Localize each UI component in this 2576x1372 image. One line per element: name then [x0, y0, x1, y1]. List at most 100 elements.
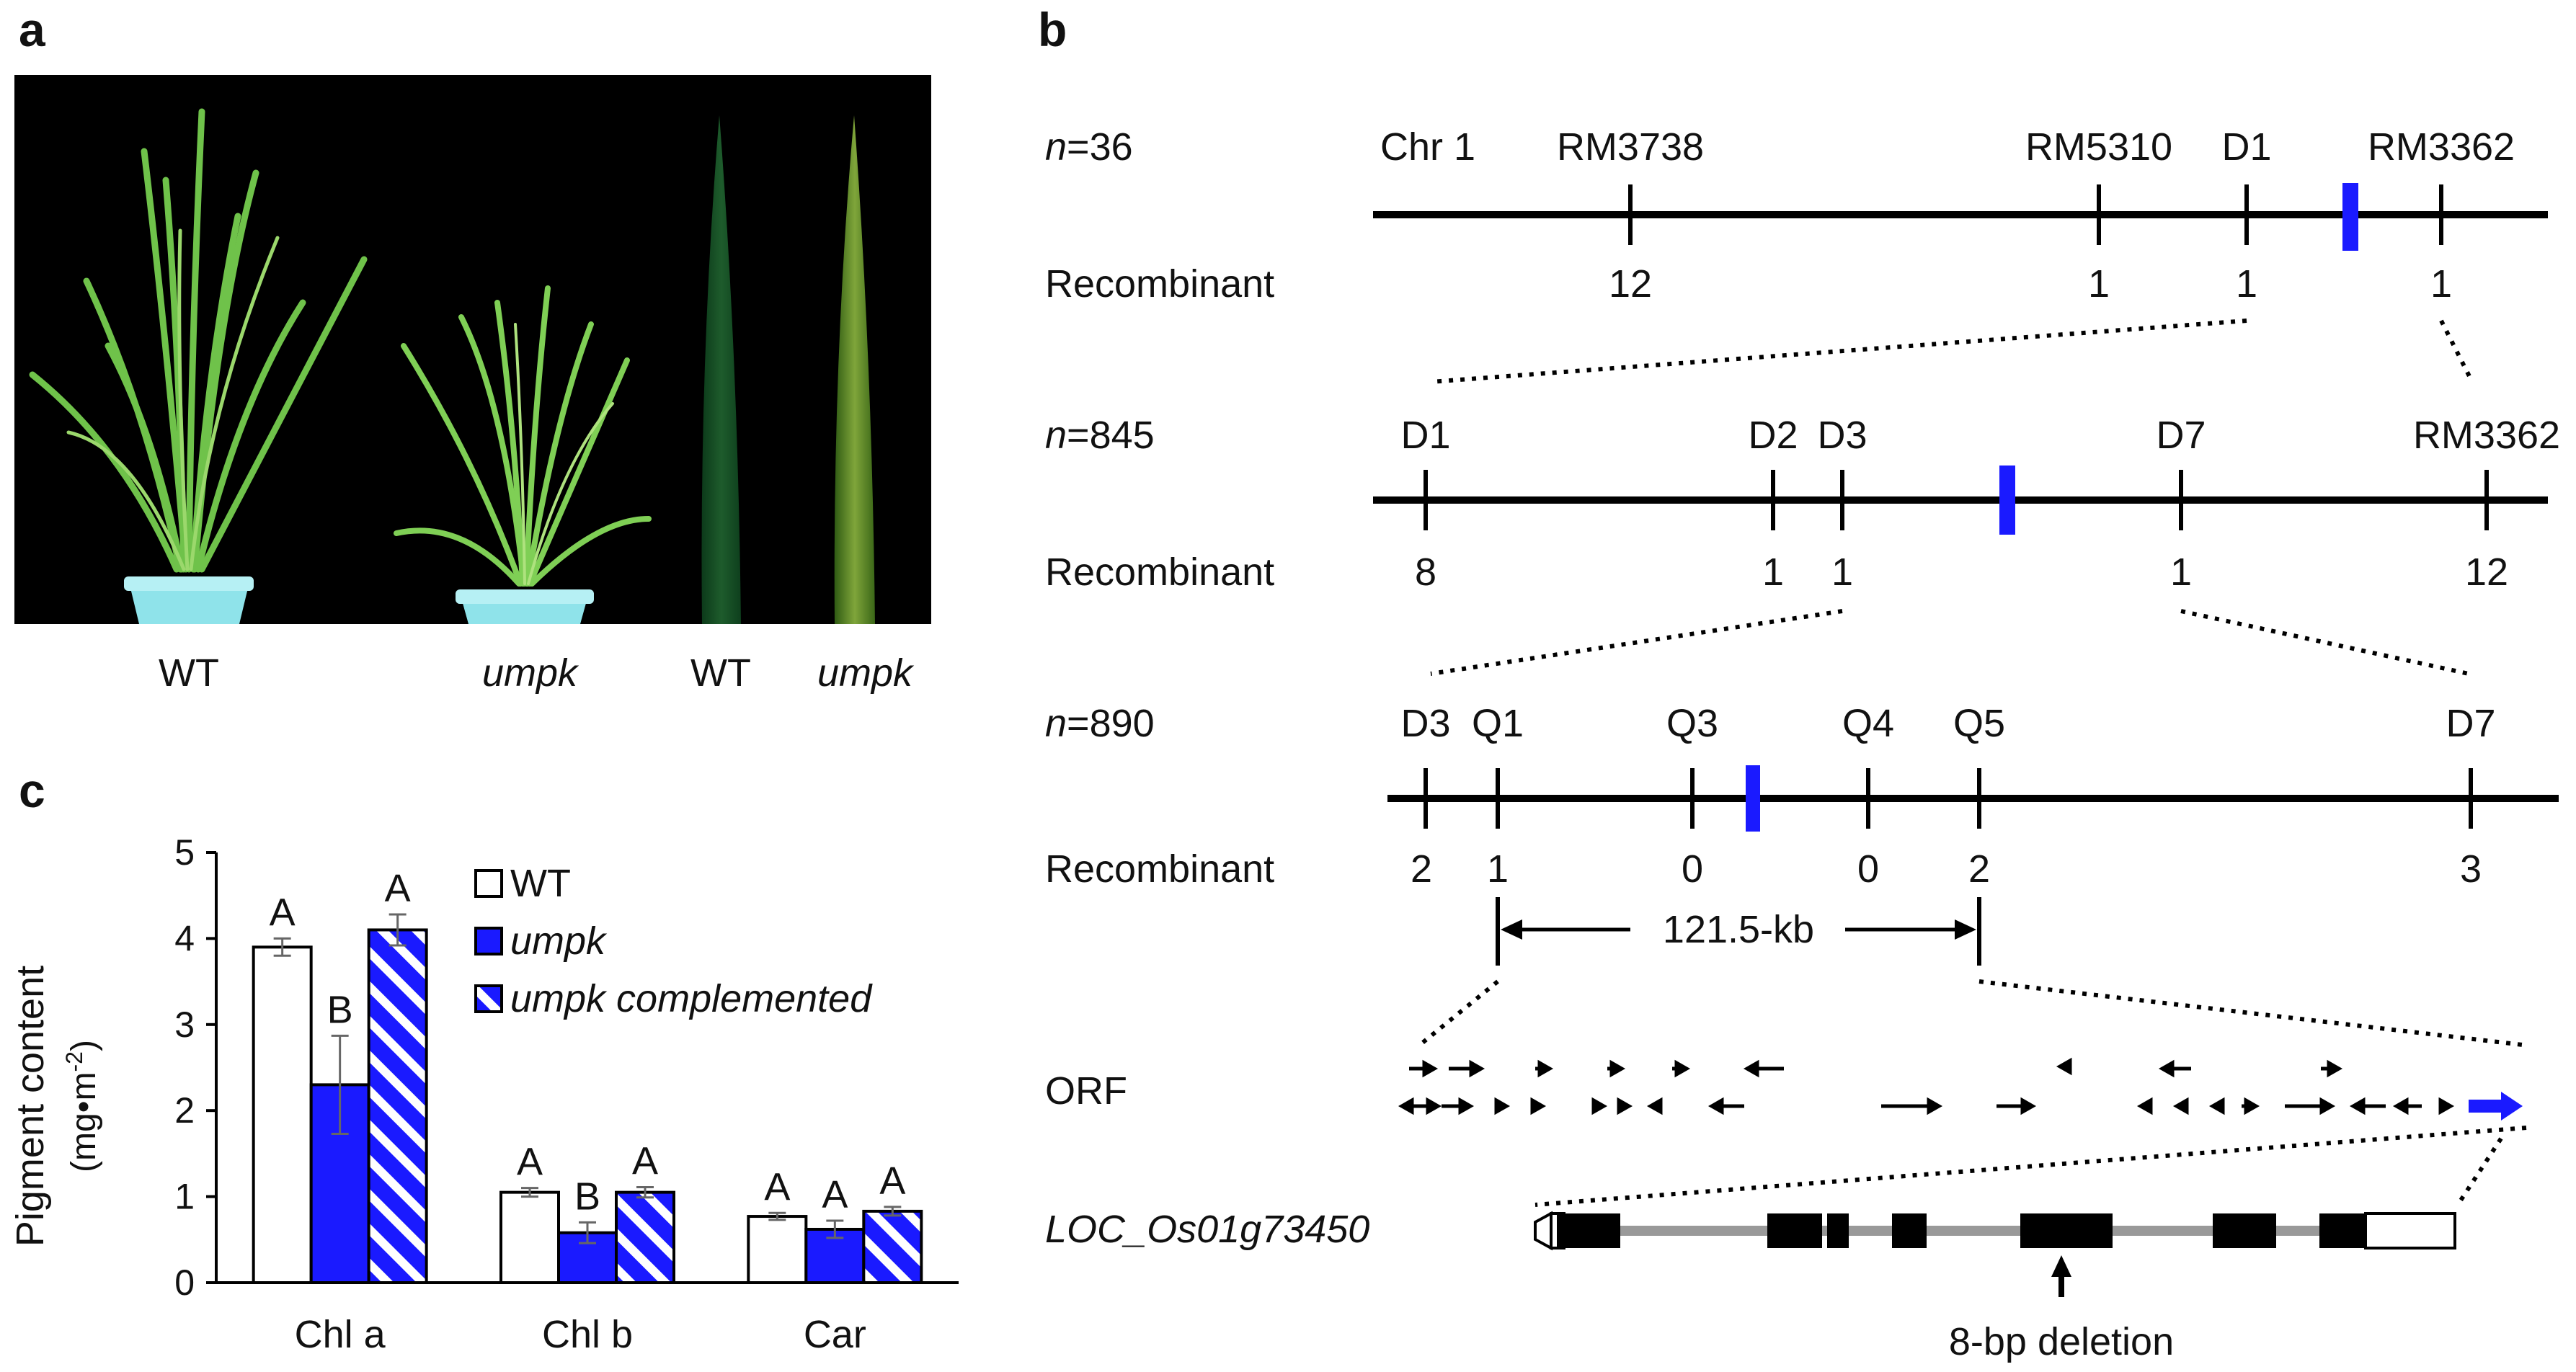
plant-photo	[14, 75, 931, 624]
y-tick-label: 4	[174, 918, 195, 958]
bar	[862, 1209, 923, 1284]
mutation-arrow	[2051, 1255, 2071, 1297]
map1-marker-RM3362: RM3362	[2368, 125, 2515, 169]
legend-swatch	[474, 927, 503, 956]
legend-swatch	[474, 869, 503, 898]
significance-letter: A	[764, 1165, 790, 1208]
wt-plant-image	[29, 108, 368, 624]
map2-rec-D3: 1	[1831, 551, 1853, 594]
legend-label: WT	[510, 862, 571, 905]
bar	[615, 1190, 675, 1285]
gene-label: LOC_Os01g73450	[1045, 1208, 1369, 1251]
map1-marker-D1: D1	[2221, 125, 2271, 169]
label-umpk-leaf: umpk	[817, 651, 915, 695]
candidate-orf-arrow	[2469, 1092, 2523, 1121]
significance-letter: A	[517, 1141, 543, 1184]
chromosome-label: Chr 1	[1380, 125, 1475, 169]
map3-marker-D7: D7	[2446, 702, 2495, 745]
significance-letter: A	[385, 867, 411, 910]
map2-marker-D7: D7	[2156, 414, 2206, 457]
map3-n-label: n=890	[1045, 702, 1155, 745]
map1-ticks	[1628, 184, 2443, 245]
map3-rec-Q3: 0	[1682, 847, 1703, 891]
interval-zoom-lines	[1418, 979, 2523, 1047]
map3-rec-D7: 3	[2460, 847, 2482, 891]
significance-letter: A	[879, 1159, 905, 1203]
map3-rec-Q1: 1	[1487, 847, 1509, 891]
map3-candidate-mark	[1746, 765, 1760, 832]
map1-n-label: n=36	[1045, 125, 1133, 169]
bar	[499, 1190, 560, 1285]
map2-candidate-mark	[1999, 466, 2015, 535]
significance-letter: A	[632, 1139, 658, 1182]
legend: WT umpk umpk complemented	[474, 862, 873, 1020]
interval-bracket	[1496, 897, 1981, 966]
map2-rec-D7: 1	[2170, 551, 2192, 594]
bar	[252, 945, 313, 1284]
x-category-label: Chl b	[542, 1313, 633, 1356]
legend-label: umpk complemented	[510, 977, 873, 1020]
map1-zoom-lines	[1430, 318, 2474, 384]
map1-row-label: Recombinant	[1045, 262, 1274, 306]
map2-n-label: n=845	[1045, 414, 1155, 457]
legend-label: umpk	[510, 919, 608, 963]
map3-marker-Q4: Q4	[1842, 702, 1894, 745]
label-umpk-plant: umpk	[482, 651, 579, 695]
orf-label: ORF	[1045, 1069, 1127, 1113]
panel-c-label: c	[19, 764, 45, 817]
map1-marker-RM5310: RM5310	[2025, 125, 2172, 169]
panel-b-label: b	[1038, 3, 1067, 56]
significance-letter: B	[327, 988, 353, 1031]
map1-candidate-mark	[2342, 183, 2358, 251]
significance-letter: A	[270, 891, 296, 934]
map2-rec-D1: 8	[1415, 551, 1436, 594]
map2-row-label: Recombinant	[1045, 551, 1274, 594]
significance-letter: B	[574, 1175, 600, 1218]
y-tick-label: 3	[174, 1004, 195, 1045]
gene-zoom-lines	[1535, 1126, 2527, 1207]
label-wt-leaf: WT	[690, 651, 751, 695]
gene-model	[1534, 1211, 2456, 1251]
y-axis-unit: (mg•m-2)	[61, 1040, 103, 1172]
map3-marker-Q3: Q3	[1666, 702, 1718, 745]
orf-arrows	[1398, 1057, 2455, 1115]
fine-mapping: n=36 Chr 1 RM3738 RM5310 D1 RM3362 Recom…	[1045, 125, 2560, 1363]
map3-marker-Q5: Q5	[1953, 702, 2005, 745]
umpk-leaf-image	[834, 115, 875, 624]
y-tick-label: 5	[174, 832, 195, 873]
map2-zoom-lines	[1430, 609, 2469, 676]
map1-rec-RM5310: 1	[2088, 262, 2110, 306]
wt-leaf-image	[701, 115, 741, 624]
y-tick-label: 2	[174, 1090, 195, 1131]
map3-rec-Q5: 2	[1968, 847, 1990, 891]
map1-rec-D1: 1	[2236, 262, 2257, 306]
bar	[367, 928, 428, 1284]
legend-swatch	[474, 984, 503, 1013]
map1-marker-RM3738: RM3738	[1557, 125, 1704, 169]
umpk-plant-image	[394, 285, 652, 624]
map2-rec-RM3362: 12	[2465, 551, 2508, 594]
map1-rec-RM3362: 1	[2430, 262, 2452, 306]
interval-label: 121.5-kb	[1663, 908, 1814, 951]
map3-rec-D3: 2	[1411, 847, 1432, 891]
map3-ticks	[1424, 768, 2473, 829]
panel-a-label: a	[19, 3, 46, 56]
map1-rec-RM3738: 12	[1609, 262, 1652, 306]
map3-marker-Q1: Q1	[1472, 702, 1524, 745]
map2-marker-D1: D1	[1400, 414, 1450, 457]
map2-marker-D3: D3	[1817, 414, 1867, 457]
map2-ticks	[1424, 470, 2489, 530]
map3-marker-D3: D3	[1400, 702, 1450, 745]
y-tick-label: 0	[174, 1262, 195, 1303]
x-category-label: Car	[804, 1313, 866, 1356]
significance-letter: A	[822, 1173, 848, 1216]
map2-marker-RM3362: RM3362	[2413, 414, 2560, 457]
mutation-label: 8-bp deletion	[1949, 1320, 2174, 1363]
y-axis-title: Pigment content	[9, 966, 52, 1247]
bar	[747, 1215, 808, 1285]
map3-row-label: Recombinant	[1045, 847, 1274, 891]
map3-rec-Q4: 0	[1857, 847, 1879, 891]
